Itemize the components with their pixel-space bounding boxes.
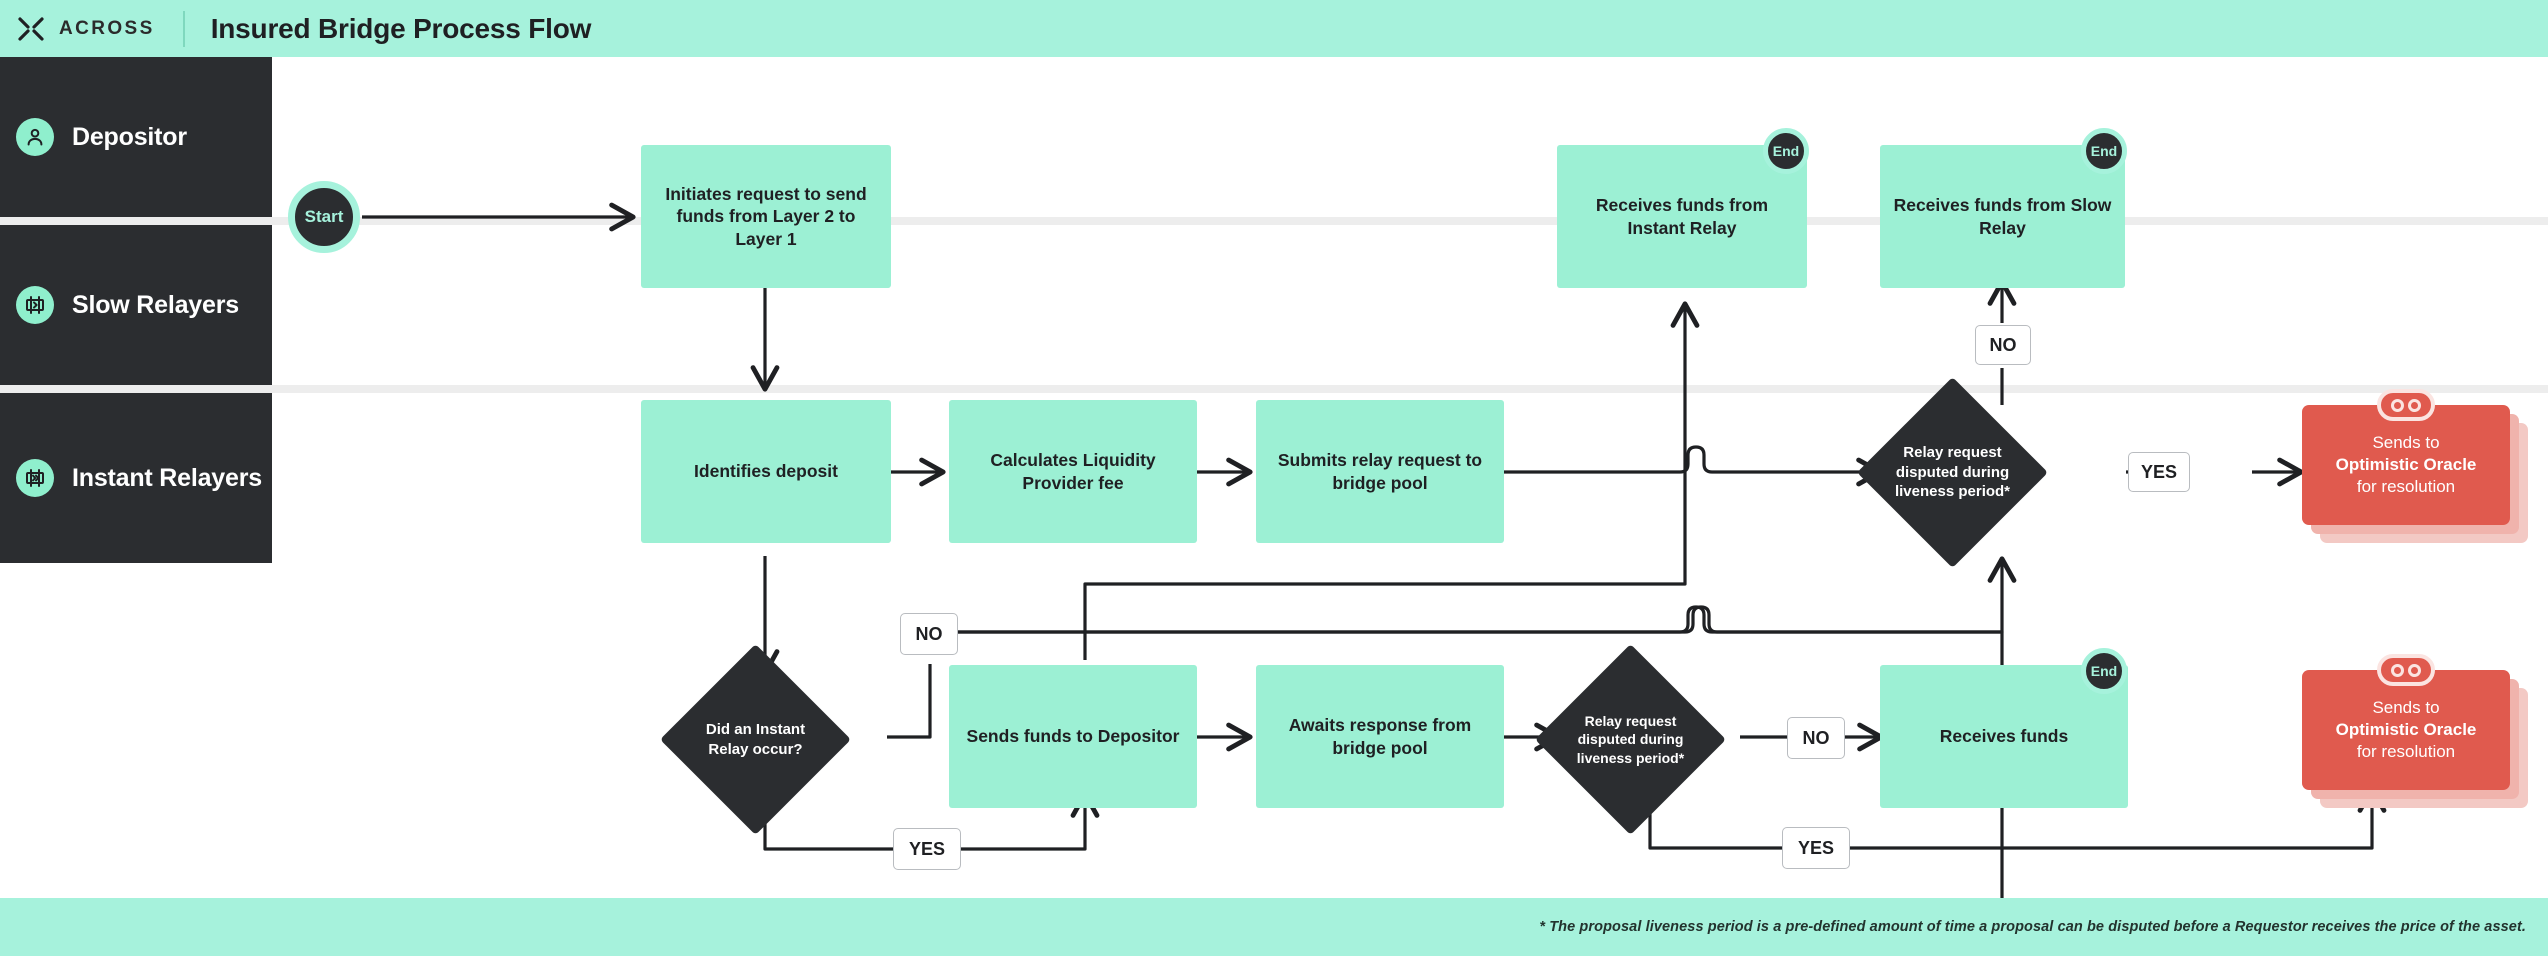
start-label: Start xyxy=(304,207,344,226)
app-header: ACROSS Insured Bridge Process Flow xyxy=(0,0,2548,57)
optimistic-oracle-icon xyxy=(2377,654,2435,686)
edge-label-instant-dispute-no: NO xyxy=(1787,717,1845,759)
node-receives-instant-relay[interactable]: Receives funds from Instant Relay xyxy=(1557,145,1807,288)
decision-label: Relay request disputed during liveness p… xyxy=(1894,444,2011,501)
brand-name: ACROSS xyxy=(59,17,155,39)
start-node[interactable]: Start xyxy=(288,181,360,253)
card-line-3: for resolution xyxy=(2356,477,2456,497)
edge-label-instant-relay-no: NO xyxy=(900,613,958,655)
end-badge-slow-relay: End xyxy=(2081,128,2127,174)
user-circle-icon xyxy=(16,118,54,156)
card-line-2: Optimistic Oracle xyxy=(2335,719,2477,739)
double-chevron-relay-icon xyxy=(16,459,54,497)
card-line-1: Sends to xyxy=(2372,697,2440,717)
decision-instant-dispute-check[interactable]: Relay request disputed during liveness p… xyxy=(1535,644,1726,835)
page-title: Insured Bridge Process Flow xyxy=(210,12,592,44)
node-awaits-response[interactable]: Awaits response from bridge pool xyxy=(1256,665,1504,808)
end-badge-label: End xyxy=(1772,143,1800,159)
lane-divider-2 xyxy=(0,385,2548,393)
end-badge-label: End xyxy=(2090,663,2118,679)
node-calculates-lp-fee[interactable]: Calculates Liquidity Provider fee xyxy=(949,400,1197,543)
edge-label-slow-dispute-no: NO xyxy=(1975,325,2031,365)
lane-title-depositor: Depositor xyxy=(72,122,187,151)
end-badge-instant-relay: End xyxy=(1763,128,1809,174)
optimistic-oracle-icon xyxy=(2377,389,2435,421)
across-logo-icon xyxy=(16,14,46,44)
end-badge-label: End xyxy=(2090,143,2118,159)
node-sends-funds-to-depositor[interactable]: Sends funds to Depositor xyxy=(949,665,1197,808)
header-divider xyxy=(182,10,185,47)
lane-title-slow-relayers: Slow Relayers xyxy=(72,290,239,319)
lane-label-depositor: Depositor xyxy=(0,57,272,217)
card-sheet-front xyxy=(2302,405,2510,525)
node-submits-relay-request[interactable]: Submits relay request to bridge pool xyxy=(1256,400,1504,543)
card-instant-oracle[interactable]: Sends to Optimistic Oracle for resolutio… xyxy=(2302,654,2528,808)
app-footer: * The proposal liveness period is a pre-… xyxy=(0,898,2548,956)
node-identifies-deposit[interactable]: Identifies deposit xyxy=(641,400,891,543)
lane-title-instant-relayers: Instant Relayers xyxy=(72,463,262,492)
node-initiates-request[interactable]: Initiates request to send funds from Lay… xyxy=(641,145,891,288)
edge-label-slow-dispute-yes: YES xyxy=(2128,452,2190,492)
card-line-1: Sends to xyxy=(2372,432,2440,452)
decision-slow-dispute-check[interactable]: Relay request disputed during liveness p… xyxy=(1857,377,2048,568)
decision-label: Relay request disputed during liveness p… xyxy=(1576,713,1685,766)
node-receives-slow-relay[interactable]: Receives funds from Slow Relay xyxy=(1880,145,2125,288)
edge-label-instant-dispute-yes: YES xyxy=(1782,827,1850,869)
card-line-2: Optimistic Oracle xyxy=(2335,454,2477,474)
card-sheet-front xyxy=(2302,670,2510,790)
card-line-3: for resolution xyxy=(2356,742,2456,762)
single-chevron-relay-icon xyxy=(16,286,54,324)
lane-label-slow-relayers: Slow Relayers xyxy=(0,225,272,385)
edge-label-instant-relay-yes: YES xyxy=(893,828,961,870)
brand: ACROSS xyxy=(0,14,155,44)
node-receives-funds[interactable]: Receives funds xyxy=(1880,665,2128,808)
decision-instant-relay-check[interactable]: Did an Instant Relay occur? xyxy=(660,644,851,835)
swimlane-container: Depositor Slow Relayers xyxy=(0,57,2548,898)
card-text: Sends to Optimistic Oracle for resolutio… xyxy=(2302,405,2510,525)
decision-label: Did an Instant Relay occur? xyxy=(705,721,806,758)
footnote-text: * The proposal liveness period is a pre-… xyxy=(1539,919,2526,935)
card-slow-oracle[interactable]: Sends to Optimistic Oracle for resolutio… xyxy=(2302,389,2528,543)
lane-divider-1 xyxy=(0,217,2548,225)
lane-label-instant-relayers: Instant Relayers xyxy=(0,393,272,563)
end-badge-receives-funds: End xyxy=(2081,648,2127,694)
card-text: Sends to Optimistic Oracle for resolutio… xyxy=(2302,670,2510,790)
